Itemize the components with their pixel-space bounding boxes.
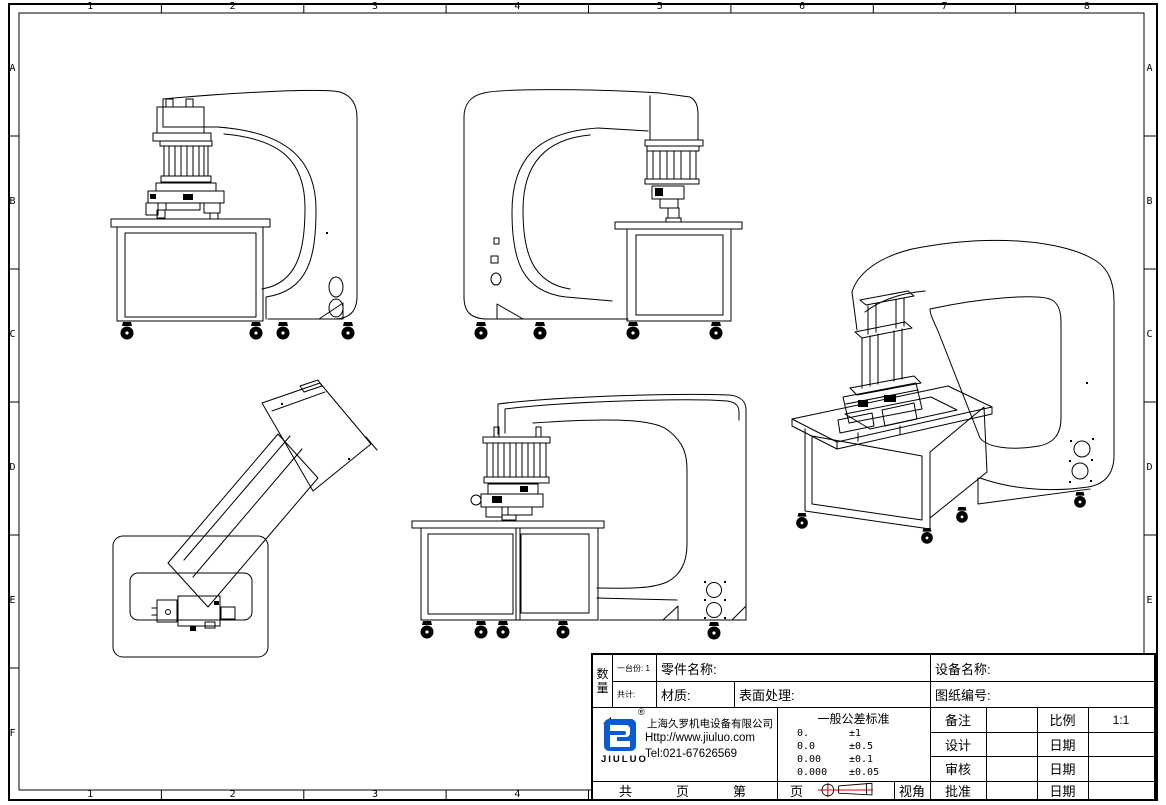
per-unit-qty: 一台份: 1 bbox=[617, 663, 650, 673]
registered-mark: ® bbox=[638, 707, 645, 717]
quantity-label: 数 量 bbox=[593, 655, 612, 707]
quantity-char-1: 数 bbox=[596, 667, 609, 681]
view-angle-label: 视角 bbox=[898, 783, 925, 799]
grid-row-label-left: A bbox=[9, 62, 16, 74]
grid-col-label-top: 7 bbox=[941, 0, 948, 12]
design-date-label: 日期 bbox=[1049, 737, 1076, 753]
first-angle-projection-icon bbox=[817, 782, 873, 798]
grid-row-label-left: D bbox=[9, 461, 16, 473]
tolerance-row: 0.00±0.1 bbox=[797, 754, 874, 765]
checker-value bbox=[986, 756, 1037, 781]
grid-col-label-top: 6 bbox=[799, 0, 806, 12]
view-isometric bbox=[791, 239, 1115, 544]
grid-row-label-right: C bbox=[1146, 328, 1153, 340]
brand-name: JIULUO bbox=[601, 754, 648, 765]
part-name-field: 零件名称: bbox=[661, 661, 717, 677]
approve-date-value bbox=[1088, 781, 1154, 799]
pages-total-label: 共 bbox=[619, 783, 633, 799]
company-url: Http://www.jiuluo.com bbox=[645, 732, 755, 744]
grid-row-label-right: E bbox=[1146, 594, 1153, 606]
remark-label: 备注 bbox=[944, 713, 971, 728]
company-logo-cell: ® JIULUO 上海久罗机电设备有限公司 Http://www.jiuluo.… bbox=[593, 707, 777, 781]
sheet-border bbox=[8, 3, 1158, 801]
page-count-cell: 共 页 第 页 bbox=[593, 781, 829, 799]
drawing-number-field: 图纸编号: bbox=[935, 687, 991, 703]
scale-value: 1:1 bbox=[1112, 712, 1130, 727]
tolerance-row: 0.000±0.05 bbox=[797, 767, 880, 778]
surface-treatment-field: 表面处理: bbox=[739, 687, 795, 703]
view-side-right bbox=[463, 89, 743, 340]
projection-symbol-cell bbox=[777, 781, 894, 799]
material-field: 材质: bbox=[661, 687, 691, 703]
total-qty: 共计: bbox=[617, 689, 636, 699]
grid-col-label-top: 5 bbox=[656, 0, 663, 12]
grid-col-label-top: 4 bbox=[514, 0, 521, 12]
grid-col-label-bottom: 1 bbox=[87, 789, 94, 800]
page-no-unit: 页 bbox=[789, 783, 803, 799]
design-date-value bbox=[1088, 732, 1154, 756]
grid-col-label-top: 2 bbox=[229, 0, 236, 12]
quantity-char-2: 量 bbox=[596, 681, 609, 695]
company-name: 上海久罗机电设备有限公司 bbox=[647, 718, 773, 730]
check-date-value bbox=[1088, 756, 1154, 781]
page-no-label: 第 bbox=[732, 783, 746, 799]
grid-col-label-top: 3 bbox=[371, 0, 378, 12]
grid-row-label-left: B bbox=[9, 195, 16, 207]
grid-row-label-left: C bbox=[9, 328, 16, 340]
tolerance-table: 一般公差标准 0.±1 0.0±0.5 0.00±0.1 0.000±0.05 bbox=[777, 707, 930, 781]
grid-row-label-right: A bbox=[1146, 62, 1153, 74]
approver-label: 批准 bbox=[944, 783, 971, 799]
scale-label: 比例 bbox=[1049, 713, 1076, 728]
grid-row-label-left: F bbox=[9, 727, 16, 739]
grid-col-label-bottom: 3 bbox=[371, 789, 378, 800]
grid-col-label-bottom: 2 bbox=[229, 789, 236, 800]
grid-col-label-top: 8 bbox=[1083, 0, 1090, 12]
checker-label: 审核 bbox=[944, 762, 971, 777]
remark-value bbox=[986, 707, 1037, 732]
tolerance-row: 0.±1 bbox=[797, 728, 862, 739]
jiuluo-logo-icon bbox=[603, 717, 636, 751]
tolerance-row: 0.0±0.5 bbox=[797, 741, 874, 752]
approver-value bbox=[986, 781, 1037, 799]
view-top bbox=[112, 379, 378, 658]
grid-col-label-bottom: 4 bbox=[514, 789, 521, 800]
designer-value bbox=[986, 732, 1037, 756]
view-front bbox=[411, 393, 747, 640]
grid-row-label-left: E bbox=[9, 594, 16, 606]
pages-total-unit: 页 bbox=[675, 783, 689, 799]
tolerance-rows: 0.±1 0.0±0.5 0.00±0.1 0.000±0.05 bbox=[797, 727, 879, 779]
device-name-field: 设备名称: bbox=[935, 661, 991, 677]
grid-col-label-top: 1 bbox=[87, 0, 94, 12]
designer-label: 设计 bbox=[944, 737, 971, 753]
grid-row-label-right: B bbox=[1146, 195, 1153, 207]
check-date-label: 日期 bbox=[1049, 762, 1076, 777]
tolerance-title: 一般公差标准 bbox=[817, 712, 890, 726]
title-block: 数 量 一台份: 1 共计: 零件名称: 材质: 表面处理: 设备名称: 图纸编… bbox=[591, 653, 1156, 801]
view-side-left bbox=[110, 89, 358, 340]
company-tel: Tel:021-67626569 bbox=[645, 748, 738, 760]
grid-row-label-right: D bbox=[1146, 461, 1153, 473]
approve-date-label: 日期 bbox=[1049, 783, 1076, 799]
